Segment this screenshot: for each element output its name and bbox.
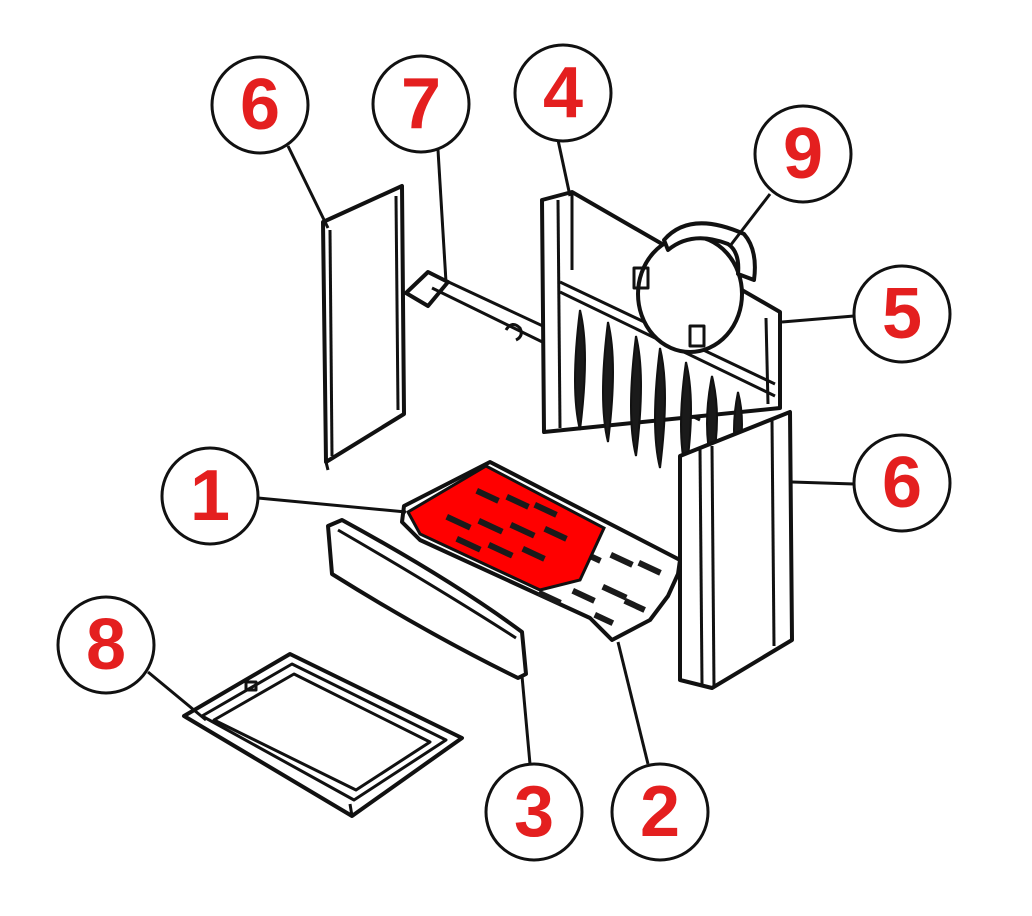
callout-9-label: 9 (783, 114, 823, 194)
leader-2 (616, 641, 650, 765)
round-cover (632, 221, 757, 354)
callout-6-left: 6 (210, 55, 310, 155)
leader-3 (520, 675, 532, 765)
leader-1 (257, 496, 407, 514)
grate-highlighted-slots (445, 488, 568, 562)
callout-2-label: 2 (640, 772, 680, 852)
side-panel-left (321, 184, 406, 471)
callout-1-label: 1 (190, 456, 230, 536)
leader-6a (286, 145, 330, 229)
callout-3-label: 3 (514, 772, 554, 852)
callout-5: 5 (852, 264, 952, 364)
callout-1: 1 (160, 446, 260, 546)
leader-lines (147, 139, 855, 765)
callout-4-label: 4 (543, 53, 583, 133)
leader-6b (791, 480, 855, 486)
ash-pan (182, 652, 464, 818)
leader-5 (781, 314, 855, 324)
callout-5-label: 5 (882, 274, 922, 354)
front-rail (326, 518, 528, 680)
callout-8-label: 8 (86, 605, 126, 685)
leader-8 (147, 670, 207, 722)
leader-7 (436, 149, 448, 283)
callout-6-right: 6 (852, 433, 952, 533)
callout-2: 2 (610, 762, 710, 862)
callout-7: 7 (371, 54, 471, 154)
callout-4: 4 (513, 43, 613, 143)
callout-6-right-label: 6 (882, 443, 922, 523)
callout-9: 9 (753, 104, 853, 204)
side-panel-right (678, 410, 794, 690)
callout-8: 8 (56, 595, 156, 695)
leader-9 (728, 193, 772, 247)
leader-4 (556, 139, 572, 197)
callout-6-left-label: 6 (240, 65, 280, 145)
grate-highlighted (405, 464, 606, 592)
callout-7-label: 7 (401, 64, 441, 144)
callout-3: 3 (484, 762, 584, 862)
